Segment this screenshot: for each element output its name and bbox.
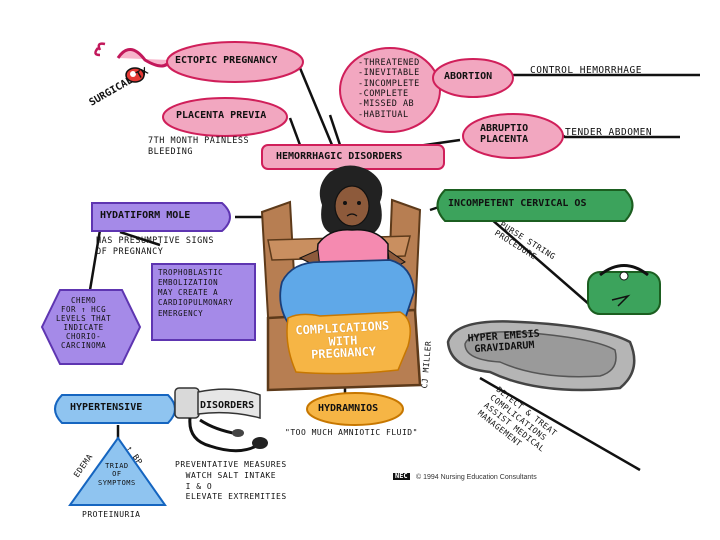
fallopian-tube-icon [94, 42, 172, 83]
line-abortion [328, 114, 342, 146]
line-presumptive [119, 230, 161, 247]
emesis-basin-icon [446, 320, 636, 392]
tender-abdomen-label: TENDER ABDOMEN [565, 127, 653, 138]
proteinuria-label: PROTEINURIA [82, 510, 141, 519]
center-topic-box [286, 311, 411, 375]
abortion-types-bubble [339, 47, 441, 133]
hydatiform-mole-label: HYDATIFORM MOLE [100, 210, 191, 221]
disorders-label: DISORDERS [200, 400, 255, 411]
hypertensive-banner [54, 394, 176, 424]
line-hyperemesis [479, 376, 641, 472]
hemorrhagic-disorders-label: HEMORRHAGIC DISORDERS [276, 151, 403, 162]
hydramnios-bubble [306, 392, 404, 426]
presumptive-signs-note: HAS PRESUMPTIVE SIGNS OF PREGNANCY [96, 236, 214, 257]
chemo-note: CHEMO FOR ↑ HCG LEVELS THAT INDICATE CHO… [56, 296, 112, 350]
hydramnios-label: HYDRAMNIOS [318, 403, 379, 414]
control-hemorrhage-label: CONTROL HEMORRHAGE [530, 65, 642, 76]
nec-logo: NEC [393, 472, 410, 481]
line-previa [288, 117, 302, 146]
hydatiform-mole-banner [91, 202, 231, 232]
incompetent-cervical-os-label: INCOMPETENT CERVICAL OS [448, 198, 587, 209]
hypertensive-label: HYPERTENSIVE [70, 402, 143, 413]
ectopic-pregnancy-bubble [166, 41, 304, 83]
center-topic-label: COMPLICATIONS WITH PREGNANCY [295, 318, 390, 362]
previa-note: 7TH MONTH PAINLESS BLEEDING [148, 136, 250, 157]
line-chemo [88, 229, 102, 291]
line-ectopic [298, 67, 334, 146]
triad-triangle [68, 436, 167, 506]
copyright-notice: © 1994 Nursing Education Consultants [416, 474, 537, 481]
abruptio-label: ABRUPTIO PLACENTA [480, 123, 529, 145]
incompetent-cervical-os-banner [436, 189, 634, 222]
chemo-hexagon [40, 289, 142, 365]
preventative-measures-note: PREVENTATIVE MEASURES WATCH SALT INTAKE … [175, 460, 287, 502]
triad-label: TRIAD OF SYMPTOMS [98, 462, 136, 487]
bp-cuff-icon [174, 387, 268, 453]
abortion-types-list: -THREATENED -INEVITABLE -INCOMPLETE -COM… [358, 58, 420, 120]
line-purse-string [489, 217, 591, 306]
trophoblastic-box [151, 263, 256, 341]
abruptio-bubble [462, 113, 564, 159]
placenta-previa-bubble [162, 97, 288, 137]
placenta-previa-label: PLACENTA PREVIA [176, 110, 267, 121]
purse-icon [587, 264, 661, 315]
ectopic-pregnancy-label: ECTOPIC PREGNANCY [175, 55, 278, 66]
patient-illustration [298, 165, 406, 271]
hydramnios-note: "TOO MUCH AMNIOTIC FLUID" [285, 428, 418, 437]
abortion-bubble [432, 58, 514, 98]
trophoblastic-note: TROPHOBLASTIC EMBOLIZATION MAY CREATE A … [158, 268, 234, 318]
abortion-label: ABORTION [444, 71, 493, 82]
